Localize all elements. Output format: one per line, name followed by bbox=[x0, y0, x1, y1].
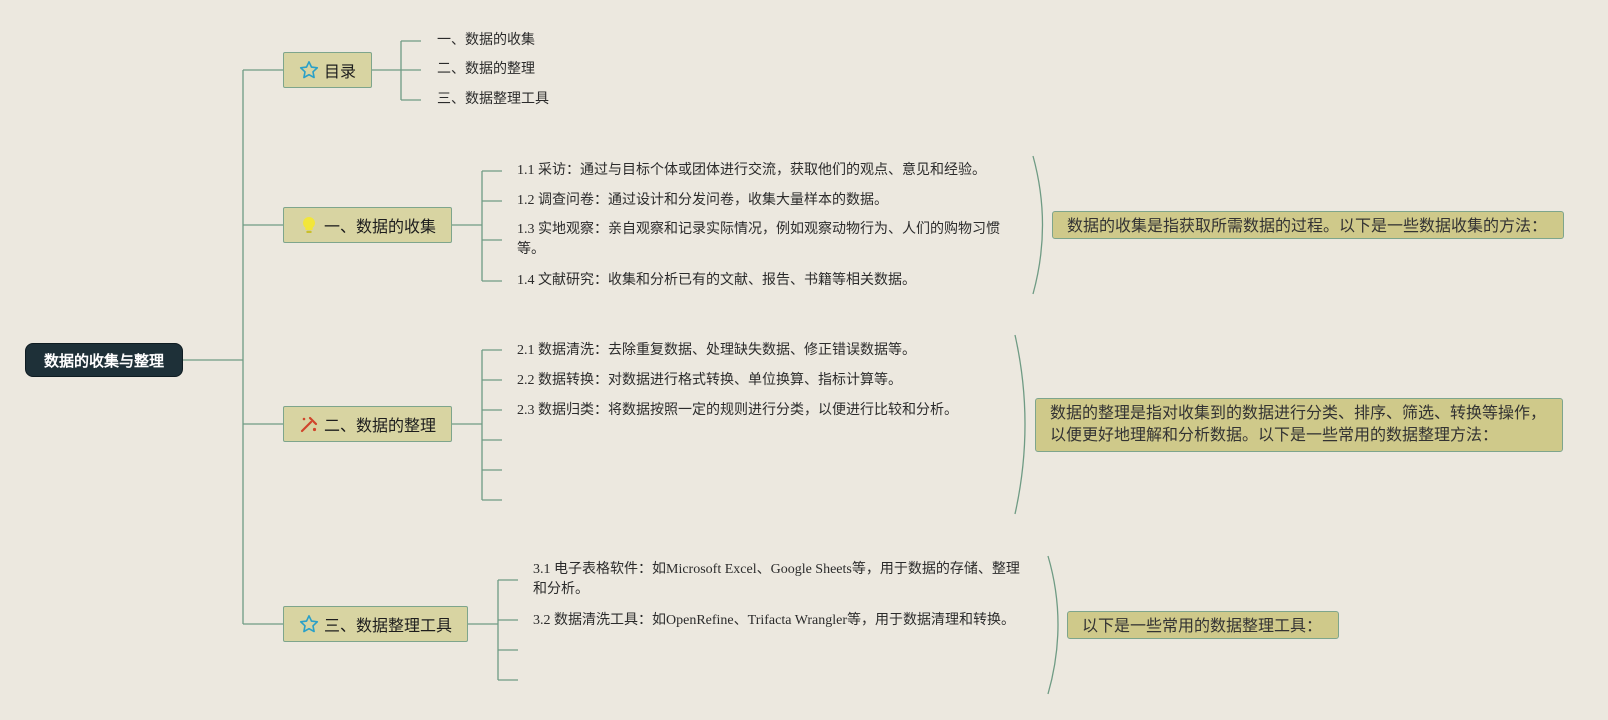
organization-summary[interactable]: 数据的整理是指对收集到的数据进行分类、排序、筛选、转换等操作，以便更好地理解和分… bbox=[1035, 398, 1563, 452]
tools-connector bbox=[468, 579, 518, 681]
tools-item[interactable]: 3.1 电子表格软件：如Microsoft Excel、Google Sheet… bbox=[533, 562, 1020, 597]
branch-organization[interactable]: 二、数据的整理 bbox=[283, 406, 452, 442]
toc-item[interactable]: 二、数据的整理 bbox=[437, 62, 535, 77]
lightbulb-icon bbox=[299, 215, 319, 235]
collection-item[interactable]: 1.1 采访：通过与目标个体或团体进行交流，获取他们的观点、意见和经验。 bbox=[517, 163, 986, 178]
organization-empty-item[interactable] bbox=[505, 492, 525, 508]
root-connector bbox=[183, 69, 283, 625]
organization-connector bbox=[452, 349, 502, 501]
branch-tools[interactable]: 三、数据整理工具 bbox=[283, 606, 468, 642]
tools-empty-item[interactable] bbox=[521, 642, 541, 658]
toc-connector bbox=[372, 40, 421, 101]
root-node[interactable]: 数据的收集与整理 bbox=[25, 343, 183, 377]
collection-item[interactable]: 1.3 实地观察：亲自观察和记录实际情况，例如观察动物行为、人们的购物习惯等。 bbox=[517, 222, 1000, 257]
organization-item[interactable]: 2.3 数据归类：将数据按照一定的规则进行分类，以便进行比较和分析。 bbox=[517, 403, 958, 418]
collection-connector bbox=[452, 170, 502, 282]
organization-item[interactable]: 2.1 数据清洗：去除重复数据、处理缺失数据、修正错误数据等。 bbox=[517, 343, 916, 358]
tools-summary[interactable]: 以下是一些常用的数据整理工具： bbox=[1067, 611, 1339, 639]
collection-item[interactable]: 1.2 调查问卷：通过设计和分发问卷，收集大量样本的数据。 bbox=[517, 193, 888, 208]
branch-organization-label: 二、数据的整理 bbox=[323, 416, 436, 435]
branch-collection-label: 一、数据的收集 bbox=[323, 217, 436, 236]
branch-tools-label: 三、数据整理工具 bbox=[323, 616, 452, 635]
branch-toc[interactable]: 目录 bbox=[283, 52, 372, 88]
toc-item[interactable]: 三、数据整理工具 bbox=[437, 92, 549, 107]
tools-empty-item[interactable] bbox=[521, 672, 541, 688]
branch-toc-label: 目录 bbox=[323, 62, 356, 81]
star-icon bbox=[299, 614, 319, 634]
tools-item[interactable]: 3.2 数据清洗工具：如OpenRefine、Trifacta Wrangler… bbox=[533, 613, 1015, 628]
organization-empty-item[interactable] bbox=[505, 432, 525, 448]
toc-item[interactable]: 一、数据的收集 bbox=[437, 33, 535, 48]
organization-brace bbox=[1014, 334, 1026, 515]
collection-summary[interactable]: 数据的收集是指获取所需数据的过程。以下是一些数据收集的方法： bbox=[1052, 211, 1564, 239]
tools-brace bbox=[1047, 555, 1059, 695]
tools-icon bbox=[299, 414, 319, 434]
root-label: 数据的收集与整理 bbox=[43, 351, 164, 370]
star-icon bbox=[299, 60, 319, 80]
collection-item[interactable]: 1.4 文献研究：收集和分析已有的文献、报告、书籍等相关数据。 bbox=[517, 273, 916, 288]
branch-collection[interactable]: 一、数据的收集 bbox=[283, 207, 452, 243]
collection-brace bbox=[1032, 155, 1044, 295]
organization-empty-item[interactable] bbox=[505, 462, 525, 478]
organization-item[interactable]: 2.2 数据转换：对数据进行格式转换、单位换算、指标计算等。 bbox=[517, 373, 902, 388]
